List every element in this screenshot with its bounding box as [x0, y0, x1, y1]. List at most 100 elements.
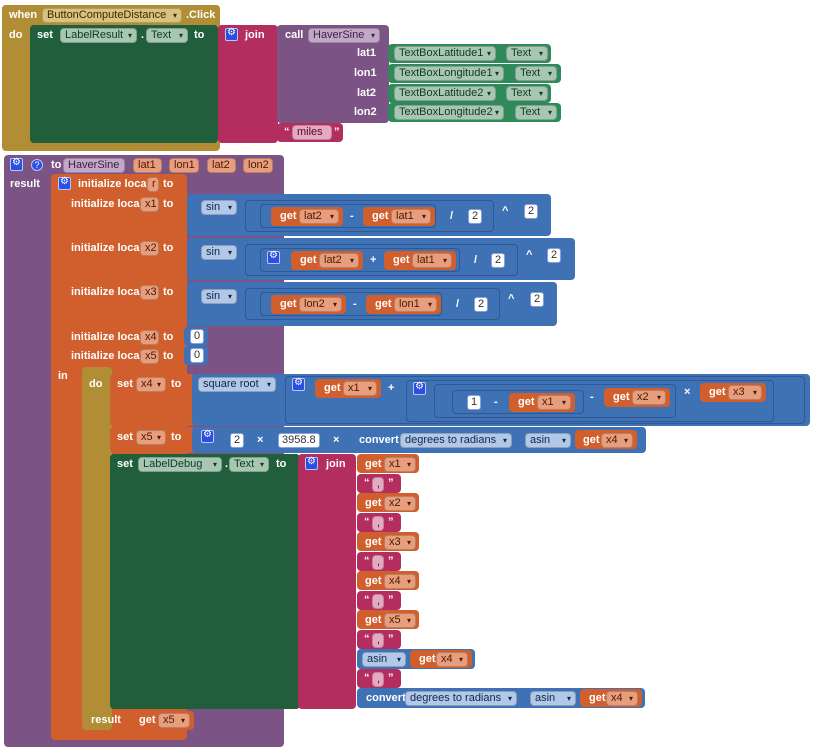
set-label-result-block[interactable]: [30, 25, 218, 143]
num-two[interactable]: 2: [524, 204, 539, 219]
join-convert-mode-dropdown[interactable]: degrees to radians▾: [405, 691, 517, 706]
num-two-label: 2: [478, 298, 485, 310]
init-x5-name[interactable]: x5: [140, 349, 159, 364]
comma-value[interactable]: ,: [372, 594, 384, 609]
comma-value[interactable]: ,: [372, 477, 384, 492]
debug-join-block[interactable]: [298, 454, 356, 709]
gear-icon[interactable]: [58, 176, 71, 190]
join-get-x2-dropdown[interactable]: x2▾: [384, 496, 416, 511]
sqrt-dropdown[interactable]: square root▾: [198, 377, 276, 392]
get-x4-dropdown[interactable]: x4▾: [601, 433, 633, 448]
debug-prop-label: Text: [234, 458, 255, 470]
quote-close: ”: [388, 594, 394, 606]
join-get-x5-dropdown[interactable]: x5▾: [384, 613, 416, 628]
comma-value[interactable]: ,: [372, 516, 384, 531]
param-lon2[interactable]: lon2: [243, 158, 273, 173]
init-x2-name[interactable]: x2: [140, 241, 159, 256]
convert-label: convert: [359, 434, 399, 446]
result-get-x5-dropdown[interactable]: x5▾: [158, 713, 190, 728]
get-label: get: [365, 458, 382, 470]
debug-prop-dropdown[interactable]: Text▾: [229, 457, 269, 472]
asin-dropdown[interactable]: asin▾: [525, 433, 571, 448]
textbox-lon1-dropdown[interactable]: TextBoxLongitude1▾: [394, 66, 504, 81]
get-lon2-dropdown[interactable]: lon2▾: [299, 297, 342, 312]
gear-icon[interactable]: [225, 27, 238, 41]
join-get-x1-dropdown[interactable]: x1▾: [384, 457, 416, 472]
get-lat2-dropdown[interactable]: lat2▾: [299, 209, 339, 224]
num-two[interactable]: 2: [530, 292, 545, 307]
num-two[interactable]: 2: [468, 209, 483, 224]
comma-value[interactable]: ,: [372, 672, 384, 687]
param-lat2[interactable]: lat2: [207, 158, 236, 173]
textbox-lat1-prop[interactable]: Text▾: [506, 46, 548, 61]
sin-x1-dropdown[interactable]: sin▾: [201, 200, 237, 215]
join-asin-get-x4-dropdown[interactable]: x4▾: [436, 652, 468, 667]
join-get-x3-dropdown[interactable]: x3▾: [384, 535, 416, 550]
comma-value[interactable]: ,: [372, 633, 384, 648]
do-block[interactable]: [82, 367, 112, 730]
num-one[interactable]: 1: [467, 395, 482, 410]
join-asin-label: asin: [367, 653, 388, 665]
num-two-label: 2: [234, 434, 241, 446]
textbox-lat1-dropdown[interactable]: TextBoxLatitude1▾: [394, 46, 496, 61]
get-lon1-dropdown[interactable]: lon1▾: [394, 297, 437, 312]
init-r-name[interactable]: r: [147, 177, 159, 192]
param-lon1[interactable]: lon1: [169, 158, 199, 173]
get-lat1-dropdown[interactable]: lat1▾: [412, 253, 452, 268]
get-lat2-dropdown[interactable]: lat2▾: [319, 253, 359, 268]
textbox-lon2-dropdown[interactable]: TextBoxLongitude2▾: [394, 105, 504, 120]
gear-icon[interactable]: [413, 381, 426, 395]
label-debug-dropdown[interactable]: LabelDebug▾: [138, 457, 222, 472]
join-convert-asin-dropdown[interactable]: asin▾: [530, 691, 576, 706]
param-lat1[interactable]: lat1: [133, 158, 162, 173]
num-two[interactable]: 2: [230, 433, 245, 448]
num-two[interactable]: 2: [547, 248, 562, 263]
get-label: get: [280, 298, 297, 310]
sin-x2-dropdown[interactable]: sin▾: [201, 245, 237, 260]
get-x2-dropdown[interactable]: x2▾: [632, 390, 666, 405]
label-result-dropdown[interactable]: LabelResult▾: [60, 28, 137, 43]
init-x4-name[interactable]: x4: [140, 330, 159, 345]
num-zero[interactable]: 0: [190, 348, 205, 363]
gear-icon[interactable]: [267, 250, 280, 264]
join-asin-dropdown[interactable]: asin▾: [362, 652, 406, 667]
gear-icon[interactable]: [305, 456, 318, 470]
init-x3-name[interactable]: x3: [140, 285, 159, 300]
gear-icon[interactable]: [201, 429, 214, 443]
help-icon[interactable]: ?: [31, 159, 43, 171]
set-label-debug-block[interactable]: [110, 454, 300, 709]
join-get-x4-dropdown[interactable]: x4▾: [384, 574, 416, 589]
convert-mode-dropdown[interactable]: degrees to radians▾: [400, 433, 512, 448]
comma-value[interactable]: ,: [372, 555, 384, 570]
miles-value[interactable]: miles: [292, 125, 332, 140]
init-x1-name[interactable]: x1: [140, 197, 159, 212]
num-two[interactable]: 2: [474, 297, 489, 312]
num-two[interactable]: 2: [491, 253, 506, 268]
textbox-lon2-prop[interactable]: Text▾: [515, 105, 557, 120]
textbox-lon1-prop[interactable]: Text▾: [515, 66, 557, 81]
join-x5-label: x5: [389, 614, 401, 626]
event-component-dropdown[interactable]: ButtonComputeDistance▾: [42, 8, 182, 23]
prop-dropdown[interactable]: Text▾: [146, 28, 188, 43]
chevron-down-icon: ▾: [406, 577, 411, 586]
call-proc-dropdown[interactable]: HaverSine▾: [308, 28, 380, 43]
get-x3-dropdown[interactable]: x3▾: [728, 385, 762, 400]
num-radius[interactable]: 3958.8: [278, 433, 320, 448]
textbox-lat2-prop[interactable]: Text▾: [506, 86, 548, 101]
join-block[interactable]: [218, 25, 278, 143]
gear-icon[interactable]: [10, 157, 23, 171]
set-x5-dropdown[interactable]: x5▾: [136, 430, 166, 445]
event-name: .Click: [186, 9, 216, 21]
set-x4-dropdown[interactable]: x4▾: [136, 377, 166, 392]
join-convert-get-x4-dropdown[interactable]: x4▾: [606, 691, 638, 706]
textbox-lat2-dropdown[interactable]: TextBoxLatitude2▾: [394, 86, 496, 101]
num-zero[interactable]: 0: [190, 329, 205, 344]
sin-x3-dropdown[interactable]: sin▾: [201, 289, 237, 304]
get-x1-dropdown[interactable]: x1▾: [343, 381, 377, 396]
gear-icon[interactable]: [292, 377, 305, 391]
pow-op: ^: [526, 249, 533, 261]
get-lat1-dropdown[interactable]: lat1▾: [391, 209, 431, 224]
div-op: /: [450, 210, 454, 222]
proc-name-field[interactable]: HaverSine: [63, 158, 125, 173]
get-x1-dropdown[interactable]: x1▾: [537, 395, 571, 410]
